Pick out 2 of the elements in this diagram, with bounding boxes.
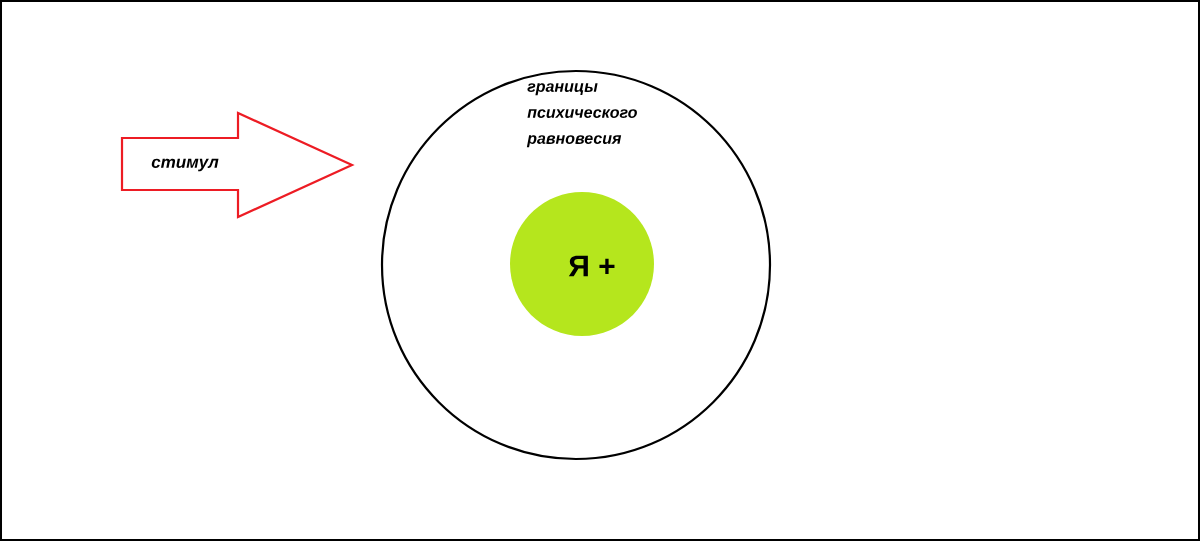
boundary-circle	[380, 69, 772, 461]
circle-heading: границы психического равновесия	[526, 83, 637, 148]
